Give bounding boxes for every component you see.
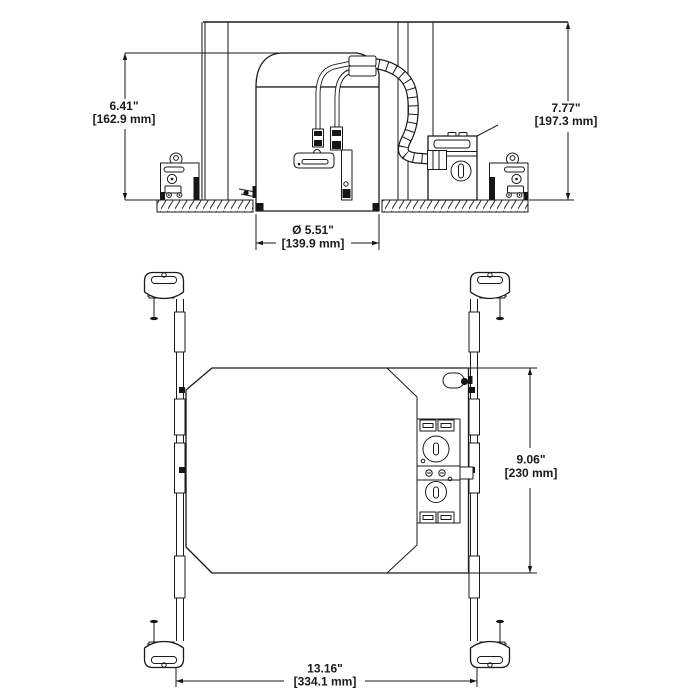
jbox-screw	[426, 470, 432, 476]
extension-line	[256, 214, 379, 250]
conduit-fitting-bottom	[349, 66, 376, 76]
jbox-corner-knockout	[420, 512, 436, 523]
hanger-bar-left	[174, 298, 186, 642]
jbox-corner-knockout	[438, 512, 454, 523]
junction-box-plan	[417, 419, 473, 523]
dim-overall-height-mm: [197.3 mm]	[535, 114, 598, 128]
jbox-screw	[439, 470, 445, 476]
jbox-divider	[417, 466, 460, 480]
conduit-connector	[428, 151, 447, 170]
nailer-bracket-right	[489, 152, 529, 201]
pan-bar-clamp-dot	[460, 377, 469, 386]
socket-bracket-slot	[302, 160, 328, 165]
conduit-fitting-top	[349, 56, 376, 66]
arrowhead-left	[256, 240, 263, 246]
cable-connector	[313, 129, 324, 147]
dim-frame-depth-inches: 9.06"	[516, 453, 545, 467]
ceiling-hatch-right	[382, 200, 528, 212]
arrowhead-down	[565, 193, 571, 200]
leader-line	[477, 125, 498, 136]
dim-frame-width: 13.16" [334.1 mm]	[176, 662, 477, 689]
nailer-bracket-left	[160, 152, 200, 201]
jbox-bar-tab	[460, 467, 473, 479]
dim-frame-width-inches: 13.16"	[307, 662, 343, 676]
housing-can	[239, 53, 380, 211]
dim-housing-height: 6.41" [162.9 mm]	[93, 53, 280, 200]
dim-aperture-mm: [139.9 mm]	[282, 237, 345, 251]
arrowhead-left	[176, 678, 183, 684]
jbox-round-knockout	[423, 436, 449, 462]
junction-box-side	[428, 125, 499, 200]
extension-line	[469, 368, 538, 573]
jbox-lid-screw	[459, 133, 467, 137]
jbox-plan-body	[417, 419, 460, 523]
adjustment-strap	[342, 150, 353, 200]
dim-overall-height-inches: 7.77"	[551, 101, 580, 115]
plan-view: 9.06" [230 mm] 13.16" [334.1 mm]	[143, 271, 558, 689]
nailer-foot-bottom-left	[143, 619, 185, 669]
ceiling-hatch-left	[157, 200, 253, 212]
nailer-foot-bottom-right	[469, 619, 511, 669]
flex-conduit	[349, 56, 429, 159]
can-flange-spring	[372, 203, 380, 211]
jbox-corner-knockout	[420, 420, 436, 431]
internal-wiring	[294, 63, 356, 200]
dim-housing-height-mm: [162.9 mm]	[93, 112, 156, 126]
dim-frame-width-mm: [334.1 mm]	[294, 675, 357, 689]
jbox-lid-slot	[434, 140, 470, 148]
arrowhead-right	[470, 678, 477, 684]
dim-overall-height: 7.77" [197.3 mm]	[529, 22, 597, 200]
dim-housing-height-inches: 6.41"	[109, 99, 138, 113]
torsion-spring-pivot	[243, 190, 249, 196]
jbox-round-knockout	[426, 482, 447, 503]
dim-frame-depth-mm: [230 mm]	[505, 466, 558, 480]
jbox-lid-screw	[448, 133, 456, 137]
side-elevation-view: 6.41" [162.9 mm] 7.77" [197.3 mm] Ø 5.51…	[93, 22, 597, 251]
arrowhead-up	[122, 53, 128, 60]
arrowhead-up	[565, 22, 571, 29]
dim-frame-depth: 9.06" [230 mm]	[469, 368, 558, 573]
dim-aperture-diameter: Ø 5.51" [139.9 mm]	[256, 214, 379, 251]
arrowhead-right	[372, 240, 379, 246]
dim-aperture-inches: Ø 5.51"	[292, 223, 334, 237]
arrowhead-down	[122, 193, 128, 200]
jbox-knockout-slot	[459, 164, 464, 178]
arrowhead-up	[527, 368, 533, 375]
jbox-knockout	[451, 161, 471, 181]
jbox-corner-knockout	[438, 420, 454, 431]
arrowhead-down	[527, 566, 533, 573]
can-flange-spring	[256, 203, 264, 211]
extension-line	[176, 667, 477, 687]
